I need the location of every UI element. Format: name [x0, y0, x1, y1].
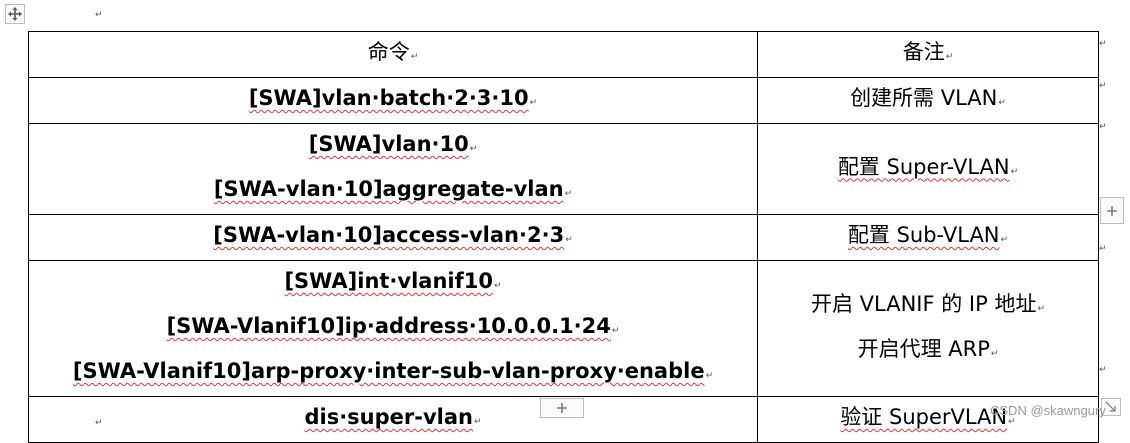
- add-row-button[interactable]: [540, 398, 584, 418]
- command-cell: dis·super-vlan↵: [28, 396, 758, 443]
- note-cell: 配置 Sub-VLAN↵: [757, 214, 1099, 261]
- plus-icon: [557, 403, 567, 413]
- paragraph-return-mark-icon: ↵: [473, 417, 482, 427]
- command-line: [SWA]vlan·10: [308, 132, 469, 156]
- header-cell-note: 备注↵: [757, 31, 1099, 78]
- note-line: 验证 SuperVLAN: [840, 405, 1008, 429]
- paragraph-return-mark-icon: ↵: [1037, 303, 1045, 314]
- paragraph-return-mark-icon: ↵: [1008, 417, 1016, 427]
- command-cell: [SWA]vlan·batch·2·3·10↵: [28, 77, 758, 124]
- note-line: 配置 Super-VLAN: [837, 154, 1010, 179]
- paragraph-return-mark-icon: ↵: [95, 418, 103, 428]
- command-line: dis·super-vlan: [304, 405, 473, 429]
- plus-icon: [1107, 205, 1117, 216]
- command-cell: [SWA-vlan·10]access-vlan·2·3↵: [28, 214, 758, 261]
- table-resize-handle[interactable]: [1101, 398, 1121, 416]
- command-line: [SWA]vlan·batch·2·3·10: [248, 86, 529, 110]
- note-line: 开启 VLANIF 的 IP 地址: [811, 291, 1037, 316]
- table-move-handle[interactable]: [5, 4, 25, 24]
- paragraph-return-mark-icon: ↵: [1099, 244, 1107, 254]
- paragraph-return-mark-icon: ↵: [493, 281, 502, 291]
- paragraph-return-mark-icon: ↵: [705, 371, 714, 381]
- paragraph-return-mark-icon: ↵: [1099, 122, 1107, 132]
- header-command-label: 命令: [367, 40, 410, 64]
- paragraph-return-mark-icon: ↵: [1010, 166, 1019, 177]
- table-row: [SWA]vlan·10↵ [SWA-vlan·10]aggregate-vla…: [28, 123, 1099, 215]
- table-row: [SWA]vlan·batch·2·3·10↵ 创建所需 VLAN↵: [28, 77, 1099, 124]
- command-cell: [SWA]int·vlanif10↵ [SWA-Vlanif10]ip·addr…: [28, 260, 758, 397]
- command-line: [SWA]int·vlanif10: [284, 269, 493, 293]
- command-line: [SWA-Vlanif10]arp-proxy·inter-sub-vlan-p…: [72, 359, 705, 383]
- header-note-label: 备注: [902, 40, 945, 64]
- note-cell: 开启 VLANIF 的 IP 地址↵ 开启代理 ARP↵: [757, 260, 1099, 397]
- paragraph-return-mark-icon: ↵: [469, 144, 478, 154]
- note-cell: 创建所需 VLAN↵: [757, 77, 1099, 124]
- command-line: [SWA-Vlanif10]ip·address·10.0.0.1·24: [166, 314, 611, 338]
- paragraph-return-mark-icon: ↵: [611, 326, 620, 336]
- add-column-button[interactable]: [1100, 197, 1124, 224]
- header-cell-command: 命令↵: [28, 31, 758, 78]
- paragraph-return-mark-icon: ↵: [565, 235, 573, 245]
- note-line: 创建所需 VLAN: [850, 86, 998, 110]
- paragraph-return-mark-icon: ↵: [564, 189, 573, 199]
- paragraph-return-mark-icon: ↵: [1099, 39, 1107, 49]
- table-row: [SWA-vlan·10]access-vlan·2·3↵ 配置 Sub-VLA…: [28, 214, 1099, 261]
- paragraph-return-mark-icon: ↵: [410, 52, 419, 62]
- paragraph-return-mark-icon: ↵: [529, 98, 538, 108]
- table-row: [SWA]int·vlanif10↵ [SWA-Vlanif10]ip·addr…: [28, 260, 1099, 397]
- paragraph-return-mark-icon: ↵: [998, 98, 1006, 108]
- table-header-row: 命令↵ 备注↵: [28, 31, 1099, 78]
- move-arrows-icon: [8, 7, 22, 21]
- note-line: 配置 Sub-VLAN: [847, 223, 1000, 247]
- note-line: 开启代理 ARP: [857, 336, 990, 361]
- command-line: [SWA-vlan·10]access-vlan·2·3: [213, 223, 565, 247]
- paragraph-return-mark-icon: ↵: [945, 52, 954, 62]
- paragraph-return-mark-icon: ↵: [1099, 365, 1107, 375]
- paragraph-return-mark-icon: ↵: [1000, 235, 1009, 245]
- paragraph-return-mark-icon: ↵: [990, 348, 999, 359]
- note-cell: 配置 Super-VLAN↵: [757, 123, 1099, 215]
- watermark-text: CSDN @skawngury: [990, 403, 1106, 418]
- command-cell: [SWA]vlan·10↵ [SWA-vlan·10]aggregate-vla…: [28, 123, 758, 215]
- paragraph-return-mark-icon: ↵: [1099, 81, 1107, 91]
- paragraph-return-mark-icon: ↵: [95, 10, 103, 20]
- command-line: [SWA-vlan·10]aggregate-vlan: [213, 177, 564, 201]
- command-table: 命令↵ 备注↵ [SWA]vlan·batch·2·3·10↵ 创建所需 VLA…: [28, 31, 1099, 443]
- resize-corner-icon: [1105, 401, 1116, 412]
